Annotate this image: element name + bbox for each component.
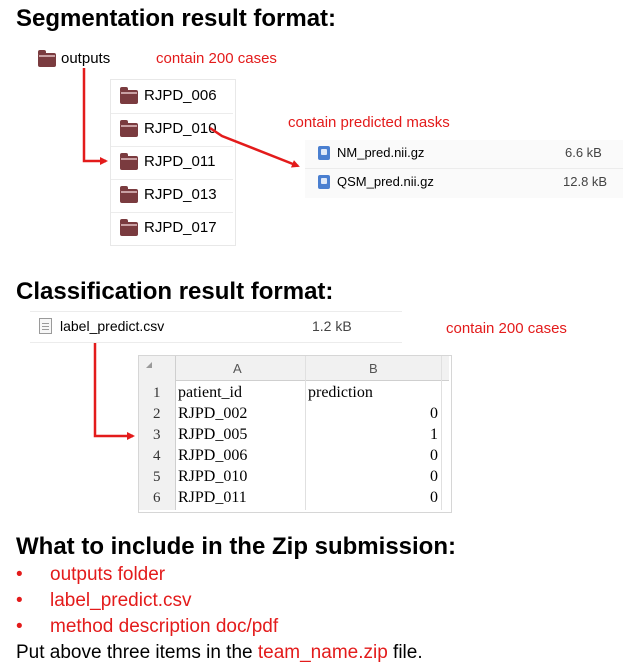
table-cell[interactable]: patient_id [178,384,242,401]
row-number-column [139,380,176,510]
list-item: • method description doc/pdf [16,616,278,638]
divider [111,113,233,114]
case-folder-label[interactable]: RJPD_010 [144,120,217,137]
csv-file-row[interactable] [30,311,402,343]
zip-filename: team_name.zip [257,642,388,663]
footer-text: file. [387,642,423,663]
submission-heading: What to include in the Zip submission: [16,533,456,560]
root-note: contain 200 cases [156,50,277,67]
row-number: 1 [153,385,161,401]
table-cell[interactable]: 1 [430,426,438,443]
table-cell[interactable]: RJPD_006 [178,447,248,464]
column-header-b[interactable]: B [369,361,378,376]
list-item-text: label_predict.csv [50,590,192,611]
folder-icon [38,50,56,67]
folder-icon [120,120,138,137]
list-item-text: outputs folder [50,564,166,585]
file-size: 6.6 kB [565,145,602,160]
column-header-a[interactable]: A [233,361,242,376]
file-name[interactable]: QSM_pred.nii.gz [337,174,434,189]
row-number: 5 [153,469,161,485]
file-name[interactable]: NM_pred.nii.gz [337,145,425,160]
row-number: 3 [153,427,161,443]
archive-file-icon [318,146,330,160]
file-list-panel [305,140,623,198]
table-cell[interactable]: RJPD_005 [178,426,248,443]
table-cell[interactable]: RJPD_010 [178,468,248,485]
bullet: • [16,564,23,585]
row-number: 4 [153,448,161,464]
divider [305,356,306,510]
arrow-csv-to-sheet [93,343,135,440]
select-all-corner-icon[interactable] [146,362,152,368]
divider [111,212,233,213]
table-cell[interactable]: 0 [430,489,438,506]
folder-icon [120,87,138,104]
arrow-outputs-to-cases [82,68,108,165]
folder-icon [120,219,138,236]
table-cell[interactable]: 0 [430,468,438,485]
divider [111,179,233,180]
divider [305,168,623,169]
row-number: 2 [153,406,161,422]
list-item: • outputs folder [16,564,165,586]
divider [175,356,176,510]
spreadsheet-header [139,356,449,381]
footer-text: Put above three items in the [16,642,258,663]
arrow-case-to-files [209,126,300,168]
divider [441,356,442,510]
folder-icon [120,186,138,203]
bullet: • [16,616,23,637]
folder-icon [120,153,138,170]
archive-file-icon [318,175,330,189]
mask-note: contain predicted masks [288,114,450,131]
list-item-text: method description doc/pdf [50,616,279,637]
table-cell[interactable]: 0 [430,405,438,422]
footer-instruction: Put above three items in the team_name.z… [16,642,423,664]
table-cell[interactable]: 0 [430,447,438,464]
case-folder-label[interactable]: RJPD_006 [144,87,217,104]
bullet: • [16,590,23,611]
table-cell[interactable]: prediction [308,384,373,401]
case-folder-label[interactable]: RJPD_017 [144,219,217,236]
row-number: 6 [153,490,161,506]
case-folder-label[interactable]: RJPD_013 [144,186,217,203]
table-cell[interactable]: RJPD_011 [178,489,247,506]
root-folder-label[interactable]: outputs [61,50,111,67]
case-folder-label[interactable]: RJPD_011 [144,153,216,170]
classification-heading: Classification result format: [16,278,334,305]
csv-file-name[interactable]: label_predict.csv [60,318,165,334]
segmentation-heading: Segmentation result format: [16,5,337,32]
csv-file-icon [39,318,52,334]
table-cell[interactable]: RJPD_002 [178,405,248,422]
classification-note: contain 200 cases [446,320,567,337]
list-item: • label_predict.csv [16,590,192,612]
spreadsheet [138,355,452,513]
divider [111,146,233,147]
csv-file-size: 1.2 kB [312,318,352,334]
file-size: 12.8 kB [563,174,608,189]
